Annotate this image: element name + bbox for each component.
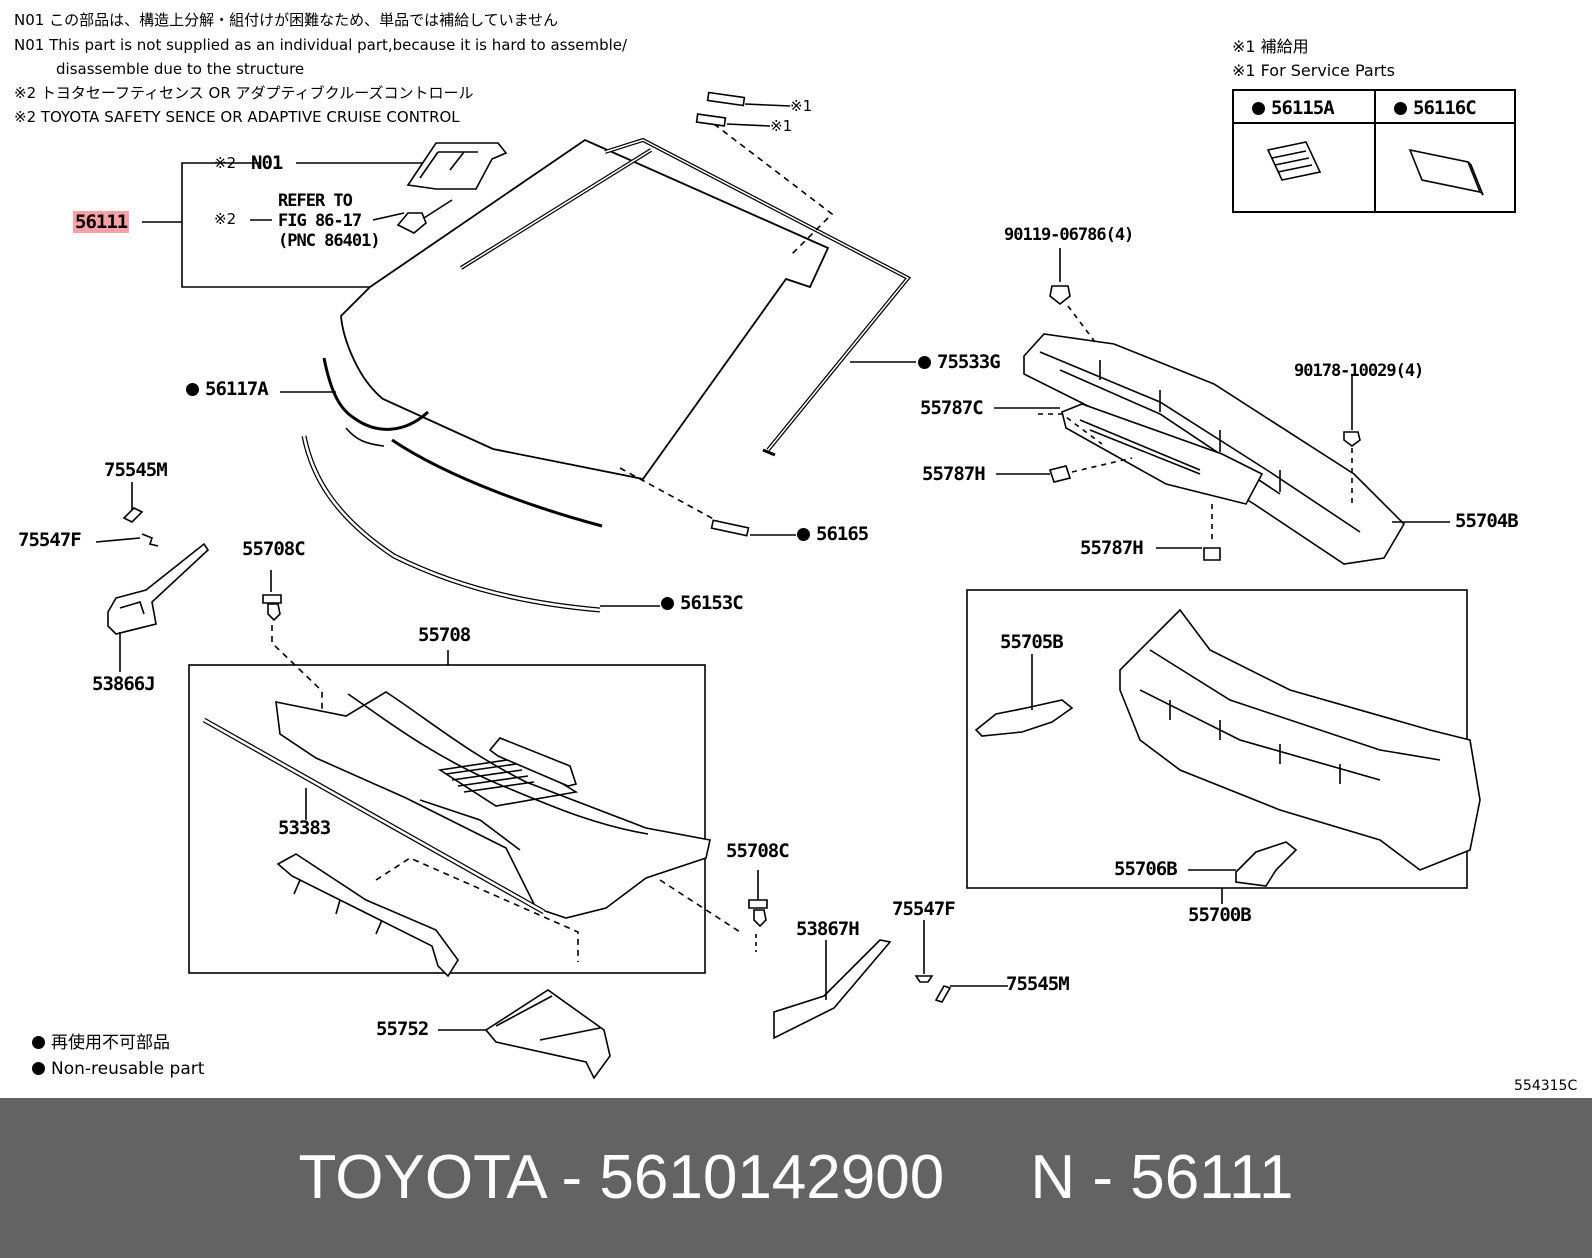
service-part-label: 56116C bbox=[1413, 97, 1477, 119]
diagram-code: 554315C bbox=[1514, 1078, 1578, 1094]
legend-label: Non-reusable part bbox=[51, 1059, 205, 1079]
service-parts-title-jp: ※1 補給用 bbox=[1232, 37, 1309, 56]
service-part-56116c[interactable]: 56116C bbox=[1394, 97, 1477, 119]
part-75547f-left[interactable]: 75547F bbox=[18, 529, 82, 551]
note-n01-en-line2: disassemble due to the structure bbox=[56, 60, 305, 78]
legend-jp: 再使用不可部品 bbox=[32, 1032, 170, 1054]
part-label: 56165 bbox=[816, 523, 869, 545]
refer-line2: FIG 86-17 bbox=[278, 211, 362, 231]
part-53866j[interactable]: 53866J bbox=[92, 673, 156, 695]
part-55700b[interactable]: 55700B bbox=[1188, 904, 1252, 926]
mark1-upper: ※1 bbox=[790, 97, 813, 115]
parts-diagram bbox=[95, 89, 1516, 1080]
service-part-label: 56115A bbox=[1271, 97, 1335, 119]
part-56153c[interactable]: 56153C bbox=[661, 592, 744, 614]
non-reusable-dot bbox=[32, 1062, 45, 1075]
non-reusable-dot bbox=[1252, 102, 1265, 115]
part-55704b[interactable]: 55704B bbox=[1455, 510, 1519, 532]
footer-title: TOYOTA - 5610142900 N - 56111 bbox=[298, 1143, 1294, 1212]
non-reusable-dot bbox=[661, 597, 674, 610]
part-55787h-upper[interactable]: 55787H bbox=[922, 463, 986, 485]
legend-label: 再使用不可部品 bbox=[51, 1033, 170, 1053]
service-parts-title-en: ※1 For Service Parts bbox=[1232, 61, 1395, 80]
part-56117a[interactable]: 56117A bbox=[186, 378, 269, 400]
part-label: 75533G bbox=[937, 351, 1001, 373]
part-90119-06786[interactable]: 90119-06786(4) bbox=[1004, 225, 1134, 245]
part-75545m-right[interactable]: 75545M bbox=[1006, 973, 1070, 995]
legend-en: Non-reusable part bbox=[32, 1058, 204, 1080]
non-reusable-dot bbox=[918, 356, 931, 369]
part-75547f-right[interactable]: 75547F bbox=[892, 898, 956, 920]
part-label: 56117A bbox=[205, 378, 269, 400]
part-55708[interactable]: 55708 bbox=[418, 624, 471, 646]
part-75545m-left[interactable]: 75545M bbox=[104, 459, 168, 481]
mark2-refer: ※2 bbox=[214, 210, 237, 228]
non-reusable-dot bbox=[797, 528, 810, 541]
part-75533g[interactable]: 75533G bbox=[918, 351, 1001, 373]
mark2-n01: ※2 bbox=[214, 154, 237, 172]
part-55708c-left[interactable]: 55708C bbox=[242, 538, 306, 560]
part-90178-10029[interactable]: 90178-10029(4) bbox=[1294, 361, 1424, 381]
refer-line3: (PNC 86401) bbox=[278, 231, 381, 251]
non-reusable-dot bbox=[186, 383, 199, 396]
part-n01[interactable]: N01 bbox=[251, 152, 283, 174]
non-reusable-dot bbox=[32, 1036, 45, 1049]
note-n01-en-line1: N01 This part is not supplied as an indi… bbox=[14, 36, 628, 54]
part-56111[interactable]: 56111 bbox=[73, 211, 130, 233]
non-reusable-dot bbox=[1394, 102, 1407, 115]
part-55787c[interactable]: 55787C bbox=[920, 397, 984, 419]
part-53867h[interactable]: 53867H bbox=[796, 918, 860, 940]
part-55706b[interactable]: 55706B bbox=[1114, 858, 1178, 880]
part-55705b[interactable]: 55705B bbox=[1000, 631, 1064, 653]
part-55787h-lower[interactable]: 55787H bbox=[1080, 537, 1144, 559]
refer-line1: REFER TO bbox=[278, 191, 353, 211]
service-part-56115a[interactable]: 56115A bbox=[1252, 97, 1335, 119]
note-mark2-en: ※2 TOYOTA SAFETY SENCE OR ADAPTIVE CRUIS… bbox=[14, 108, 460, 126]
mark1-lower: ※1 bbox=[770, 117, 793, 135]
part-53383[interactable]: 53383 bbox=[278, 817, 331, 839]
part-label: 56153C bbox=[680, 592, 744, 614]
part-56165[interactable]: 56165 bbox=[797, 523, 869, 545]
part-55752[interactable]: 55752 bbox=[376, 1018, 429, 1040]
part-55708c-right[interactable]: 55708C bbox=[726, 840, 790, 862]
footer-bar: TOYOTA - 5610142900 N - 56111 bbox=[0, 1098, 1592, 1258]
note-n01-jp: N01 この部品は、構造上分解・組付けが困難なため、単品では補給していません bbox=[14, 11, 559, 29]
note-mark2-jp: ※2 トヨタセーフティセンス OR アダプティブクルーズコントロール bbox=[14, 84, 474, 102]
